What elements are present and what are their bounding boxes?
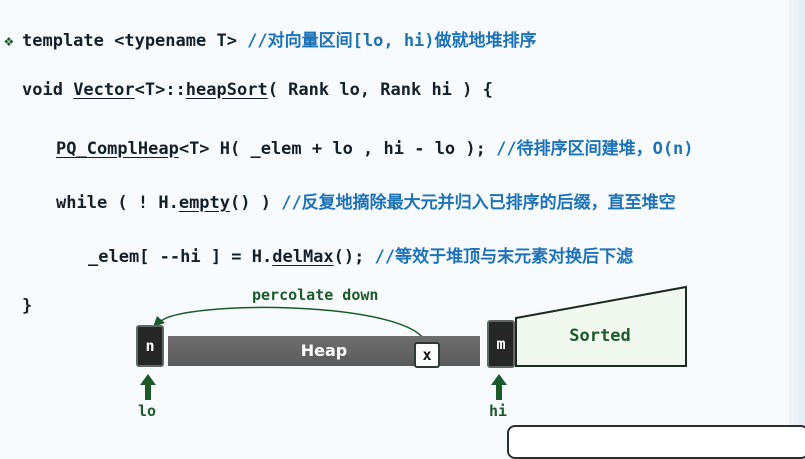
vector-type-link[interactable]: Vector [73, 80, 135, 100]
right-edge-strip [789, 0, 805, 433]
hi-up-arrow-icon [491, 374, 507, 400]
comment-build-heap: //待排序区间建堆，O(n) [496, 139, 694, 159]
sorted-trapezoid [515, 285, 687, 367]
node-n: n [136, 325, 164, 367]
diagram-lines [153, 285, 687, 367]
code-void: void [22, 80, 74, 100]
code-line-build-heap: PQ_ComplHeap<T> H( _elem + lo , hi - lo … [56, 134, 694, 159]
delmax-method-link[interactable]: delMax [272, 247, 334, 267]
lo-label: lo [138, 402, 157, 420]
code-template-decl: template <typename T> [22, 31, 248, 51]
corner-card-edge [507, 425, 805, 459]
code-while-cond: while ( ! H. [56, 193, 179, 213]
code-heap-construct: <T> H( _elem + lo , hi - lo ); [178, 139, 497, 159]
sorted-label: Sorted [569, 326, 631, 346]
code-while-close: () ) [230, 193, 282, 213]
comment-template: //对向量区间[lo, hi)做就地堆排序 [247, 31, 537, 51]
code-line-close-brace: } [22, 296, 32, 316]
code-line-while: while ( ! H.empty() ) //反复地摘除最大元并归入已排序的后… [56, 188, 676, 213]
code-line-signature: void Vector<T>::heapSort( Rank lo, Rank … [22, 80, 493, 100]
comment-while: //反复地摘除最大元并归入已排序的后缀，直至堆空 [281, 193, 676, 213]
code-call-end: (); [333, 247, 375, 267]
percolate-arc [159, 306, 427, 344]
pq-complheap-type-link[interactable]: PQ_ComplHeap [56, 139, 179, 159]
arc-arrowhead [153, 316, 165, 327]
lo-up-arrow-icon [140, 374, 156, 400]
hi-label: hi [489, 402, 508, 420]
empty-method-link[interactable]: empty [178, 193, 231, 213]
diamond-bullet-icon: ❖ [4, 31, 14, 50]
comment-delmax: //等效于堆顶与末元素对换后下滤 [374, 247, 634, 267]
heapsort-method-link[interactable]: heapSort [185, 80, 268, 100]
percolate-down-label: percolate down [252, 286, 379, 304]
node-m: m [487, 320, 515, 368]
code-params: ( Rank lo, Rank hi ) { [267, 80, 493, 100]
code-template-arg: <T>:: [134, 80, 186, 100]
code-assign: _elem[ --hi ] = H. [88, 247, 273, 267]
code-line-template: ❖ template <typename T> //对向量区间[lo, hi)做就… [4, 26, 537, 51]
node-x: x [414, 342, 440, 368]
heap-label: Heap [300, 341, 348, 360]
code-line-delmax: _elem[ --hi ] = H.delMax(); //等效于堆顶与末元素对… [88, 242, 633, 267]
code-close-brace: } [22, 296, 33, 316]
